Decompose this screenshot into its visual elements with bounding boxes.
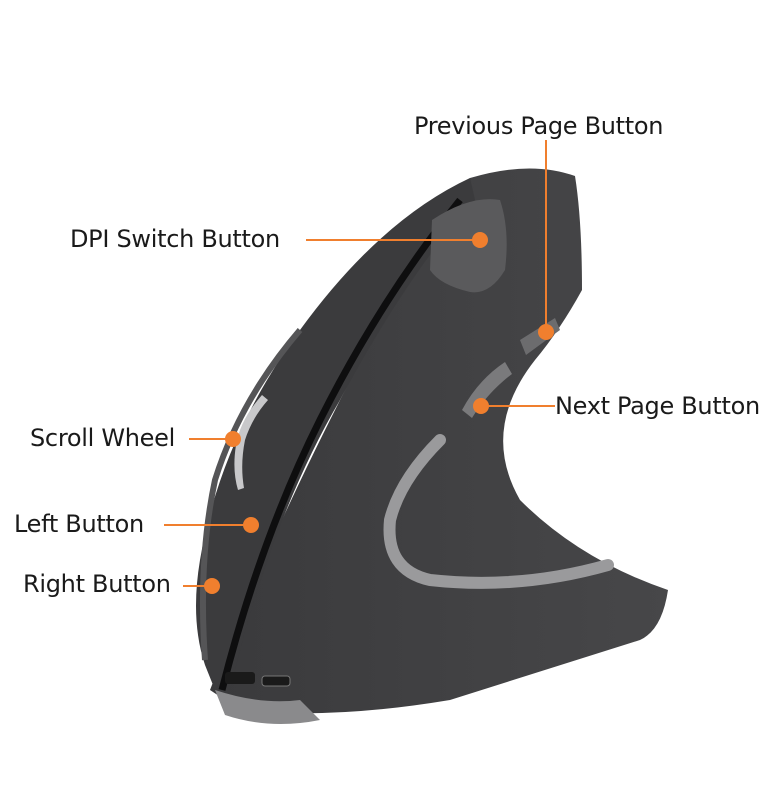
callout-lines [164, 140, 555, 587]
scroll-wheel-shape [234, 395, 268, 490]
callout-dots [204, 232, 554, 594]
dpi-button-shape [430, 199, 507, 293]
label-next-page-button: Next Page Button [555, 392, 760, 420]
label-left-button: Left Button [14, 510, 144, 538]
label-dpi-switch-button: DPI Switch Button [70, 225, 280, 253]
mouse-seam [218, 197, 463, 691]
label-scroll-wheel: Scroll Wheel [30, 424, 175, 452]
mouse-front-shell [196, 178, 475, 690]
thumb-rest-arc [383, 434, 614, 589]
label-previous-page-button: Previous Page Button [414, 112, 664, 140]
label-right-button: Right Button [23, 570, 171, 598]
